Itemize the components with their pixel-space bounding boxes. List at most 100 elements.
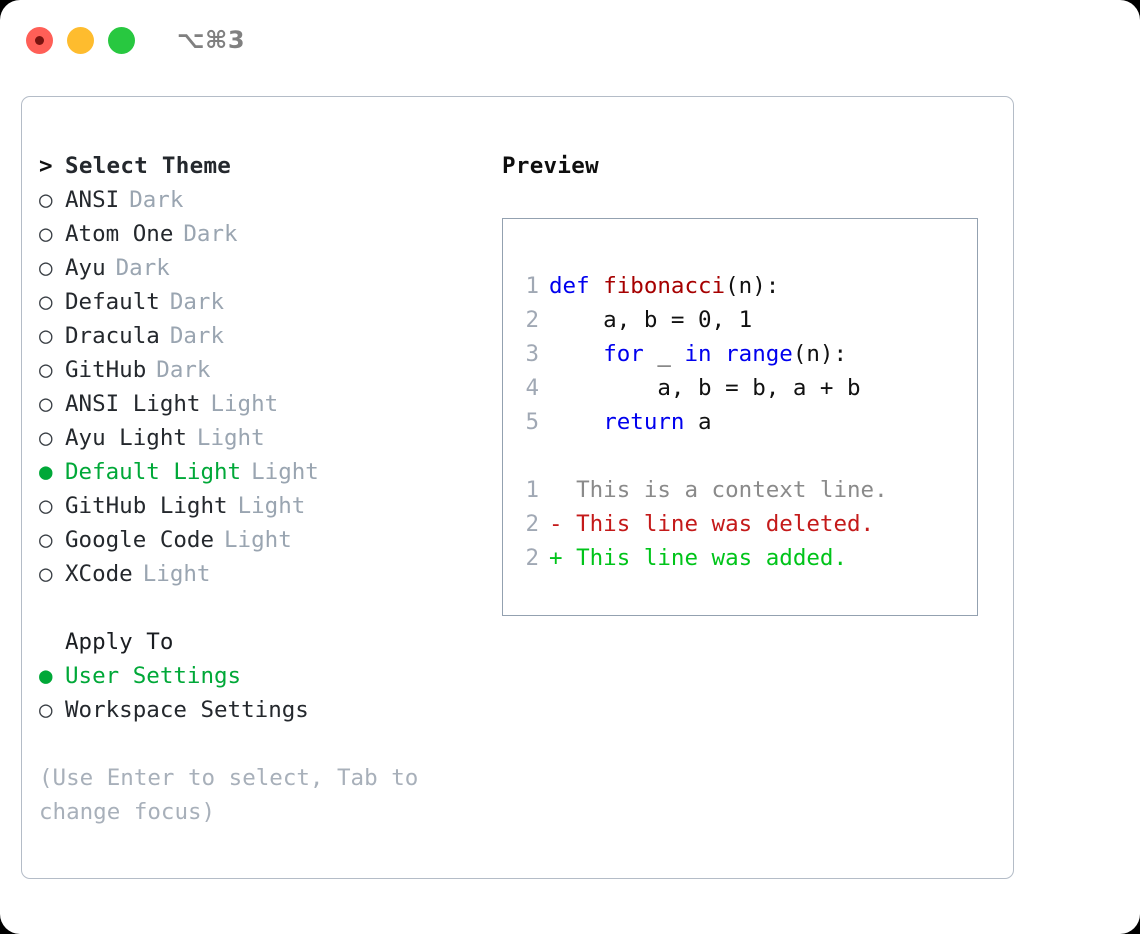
theme-list-item[interactable]: ○ ANSI Light Light [39,387,499,421]
close-button-icon[interactable] [26,26,53,54]
radio-unselected-icon: ○ [39,255,53,281]
radio-unselected-icon: ○ [39,425,53,451]
code-token [549,341,603,367]
code-line-number: 2 [525,307,539,333]
code-token: for [603,341,644,367]
theme-variant-badge: Light [210,391,279,417]
radio-unselected-icon: ○ [39,323,53,349]
theme-list-item[interactable]: ○ XCode Light [39,557,499,591]
code-token: a [684,409,712,435]
code-token: a, b = b, a + b [549,375,861,401]
apply-to-label: User Settings [65,663,242,689]
code-token: (n): [725,273,780,299]
theme-name-label: ANSI [65,187,120,213]
theme-name-label: GitHub [65,357,147,383]
diff-line-text: + This line was added. [549,545,848,571]
code-line-number: 3 [525,341,539,367]
theme-name-label: Ayu Light [65,425,187,451]
apply-to-item[interactable]: ○ Workspace Settings [39,693,499,727]
code-line: 5 return a [515,405,888,439]
theme-variant-badge: Dark [183,221,238,247]
diff-line: 2 - This line was deleted. [515,507,888,541]
apply-to-label: Workspace Settings [65,697,309,723]
radio-unselected-icon: ○ [39,697,53,723]
theme-variant-badge: Light [196,425,265,451]
code-token: fibonacci [603,273,726,299]
caret-icon: > [39,153,53,179]
hint-spacer [39,727,499,761]
code-token [549,409,603,435]
radio-selected-icon: ● [39,663,53,689]
theme-name-label: Default [65,289,160,315]
theme-list-item[interactable]: ○ ANSI Dark [39,183,499,217]
radio-unselected-icon: ○ [39,493,53,519]
theme-variant-badge: Dark [129,187,184,213]
theme-name-label: ANSI Light [65,391,201,417]
theme-variant-badge: Light [142,561,211,587]
theme-list-item[interactable]: ○ Default Dark [39,285,499,319]
select-theme-header: >Select Theme [39,149,499,183]
code-line: 2 a, b = 0, 1 [515,303,888,337]
code-line-number: 1 [525,477,539,503]
code-line-number: 2 [525,545,539,571]
radio-unselected-icon: ○ [39,187,53,213]
theme-variant-badge: Light [224,527,292,553]
radio-unselected-icon: ○ [39,289,53,315]
maximize-button-icon[interactable] [108,26,135,54]
code-line-number: 2 [525,511,539,537]
code-line-number: 1 [525,273,539,299]
traffic-lights [26,26,135,54]
theme-list-item[interactable]: ○ Ayu Dark [39,251,499,285]
theme-name-label: XCode [65,561,133,587]
keyboard-shortcut-label: ⌥⌘3 [177,26,246,54]
theme-variant-badge: Light [237,493,306,519]
code-token: in [684,341,712,367]
radio-unselected-icon: ○ [39,357,53,383]
keyboard-hint-text: (Use Enter to select, Tab to change focu… [39,765,432,825]
radio-selected-icon: ● [39,459,53,485]
theme-name-label: GitHub Light [65,493,228,519]
code-blank-line [515,439,888,473]
theme-list-item[interactable]: ● Default Light Light [39,455,499,489]
theme-list-item[interactable]: ○ GitHub Light Light [39,489,499,523]
code-token: range [725,341,793,367]
code-line-number: 5 [525,409,539,435]
code-line-number: 4 [525,375,539,401]
radio-unselected-icon: ○ [39,221,53,247]
theme-list-item[interactable]: ○ Ayu Light Light [39,421,499,455]
radio-unselected-icon: ○ [39,391,53,417]
apply-to-item[interactable]: ● User Settings [39,659,499,693]
theme-name-label: Google Code [65,527,215,553]
apply-to-list: ● User Settings ○ Workspace Settings [39,659,499,727]
code-token: a, b = 0, 1 [549,307,753,333]
code-line: 1 def fibonacci(n): [515,269,888,303]
diff-line-text: - This line was deleted. [549,511,875,537]
theme-name-label: Default Light [65,459,242,485]
theme-variant-badge: Dark [169,289,225,315]
minimize-button-icon[interactable] [67,26,94,54]
theme-variant-badge: Light [251,459,319,485]
theme-variant-badge: Dark [115,255,170,281]
theme-name-label: Atom One [65,221,174,247]
apply-to-header: Apply To [65,629,174,655]
code-token: def [549,273,604,299]
diff-line: 2 + This line was added. [515,541,888,575]
diff-line-text: This is a context line. [549,477,888,503]
theme-variant-badge: Dark [156,357,211,383]
theme-name-label: Ayu [65,255,106,281]
theme-name-label: Dracula [65,323,160,349]
theme-list-item[interactable]: ○ Atom One Dark [39,217,499,251]
theme-list-item[interactable]: ○ GitHub Dark [39,353,499,387]
code-token: return [603,409,685,435]
diff-line: 1 This is a context line. [515,473,888,507]
radio-unselected-icon: ○ [39,561,53,587]
